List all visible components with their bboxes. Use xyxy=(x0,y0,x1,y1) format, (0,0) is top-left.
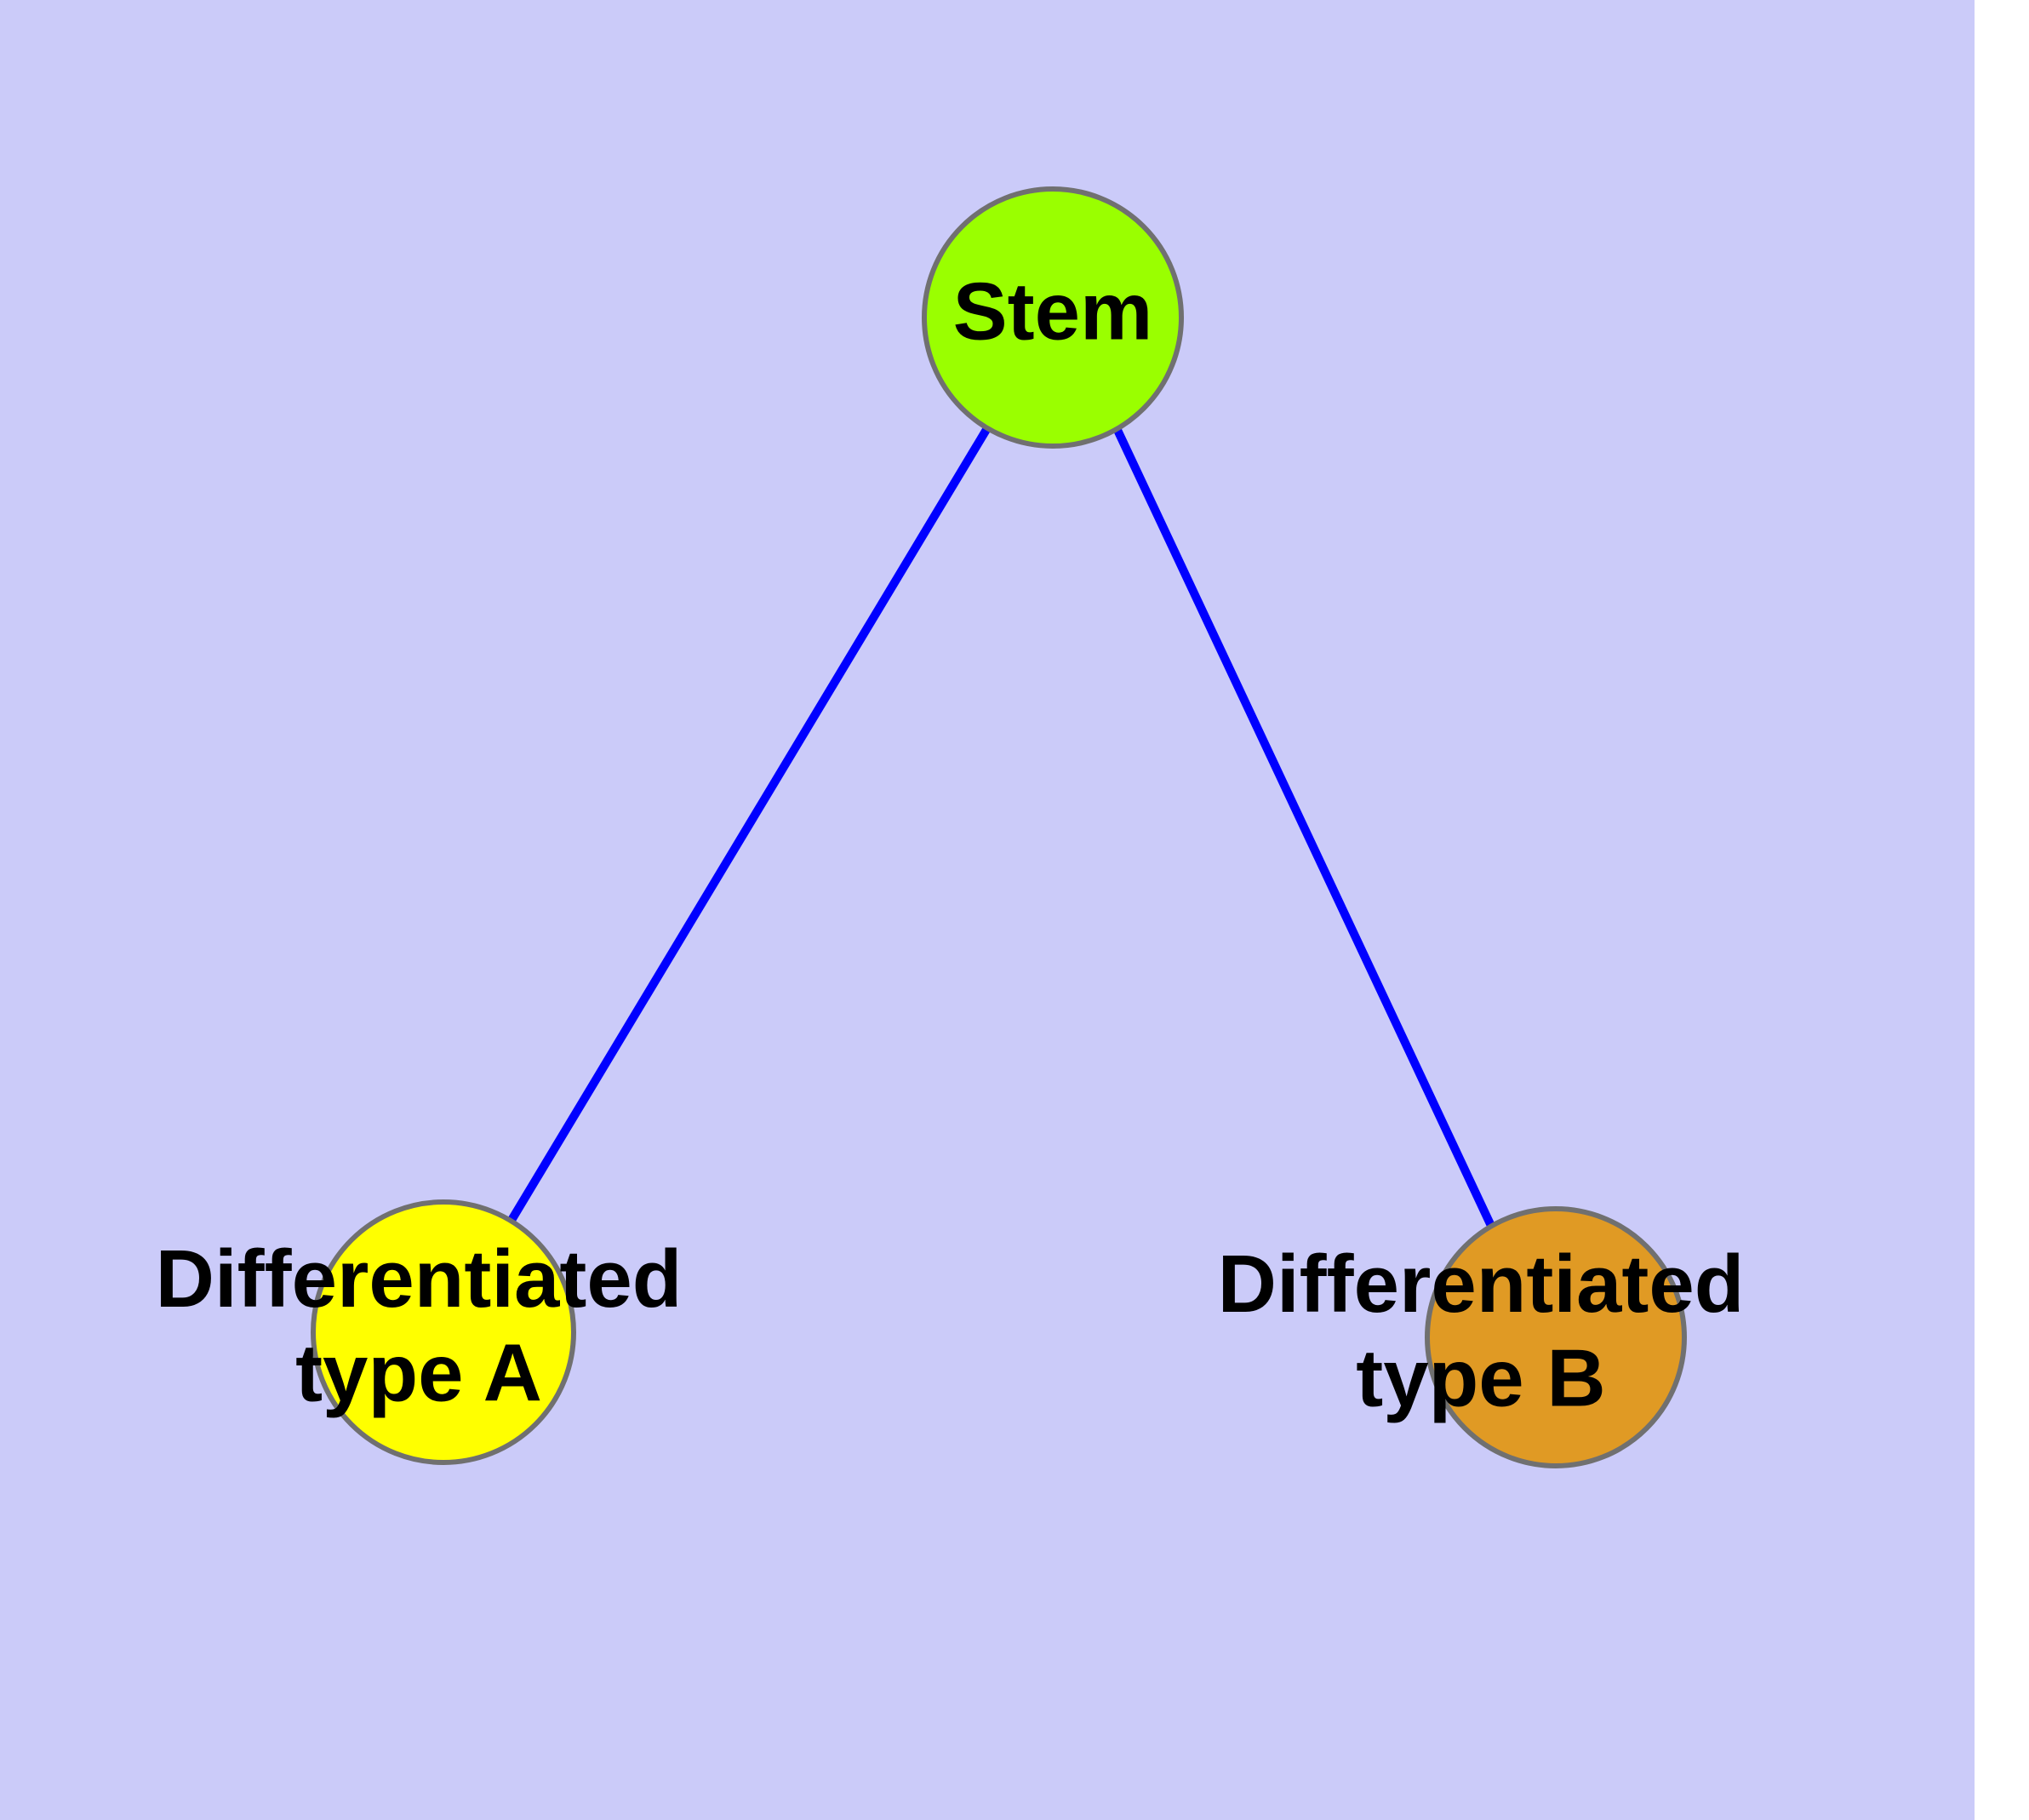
node-differentiated-type-a[interactable]: Differentiated type A xyxy=(156,1199,683,1465)
edge-stem-to-differentiated-type-a[interactable] xyxy=(506,426,992,1224)
node-stem-circle[interactable] xyxy=(922,186,1184,449)
node-differentiated-type-b-label-line1: Differentiated xyxy=(1218,1239,1745,1330)
node-differentiated-type-a-circle[interactable] xyxy=(311,1199,576,1465)
node-differentiated-type-b-circle[interactable] xyxy=(1425,1206,1687,1468)
node-differentiated-type-b[interactable]: Differentiated type B xyxy=(1218,1206,1745,1468)
node-stem[interactable]: Stem xyxy=(922,186,1184,449)
edge-stem-to-differentiated-type-b[interactable] xyxy=(1112,426,1495,1228)
node-stem-label: Stem xyxy=(953,266,1153,357)
edges-layer xyxy=(506,426,1495,1228)
nodes-layer: Stem Differentiated type A Differentiate… xyxy=(156,186,1745,1468)
node-differentiated-type-b-label-line2: type B xyxy=(1356,1333,1605,1424)
node-differentiated-type-a-label-line1: Differentiated xyxy=(156,1233,683,1325)
node-differentiated-type-a-label-line2: type A xyxy=(295,1328,542,1419)
